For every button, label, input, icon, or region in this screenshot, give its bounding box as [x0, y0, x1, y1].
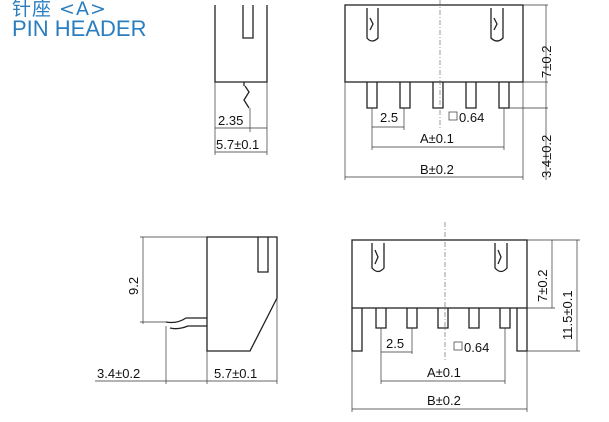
- title-pin-header: PIN HEADER: [12, 16, 147, 41]
- dim-b-bottom: B±0.2: [427, 393, 461, 408]
- dim-side-depth-bottom: 5.7±0.1: [214, 366, 257, 381]
- bottom-front-view: 2.5 0.64 A±0.1 B±0.2 7±0.2 11.5±0.1: [351, 222, 580, 412]
- dim-pitch-2.5-bottom: 2.5: [386, 336, 404, 351]
- dim-lead: 3.4±0.2: [97, 366, 140, 381]
- dim-total-height: 11.5±0.1: [560, 290, 575, 340]
- dim-side-depth: 5.7±0.1: [216, 137, 259, 152]
- title-chinese: 针座 <A>: [12, 0, 107, 20]
- dim-a: A±0.1: [420, 131, 454, 146]
- dim-body-height-bottom: 7±0.2: [535, 270, 550, 302]
- dim-body-height: 7±0.2: [539, 46, 554, 78]
- dim-a-bottom: A±0.1: [427, 365, 461, 380]
- dim-pin-square: 0.64: [459, 110, 484, 125]
- top-front-view: 2.5 0.64 A±0.1 B±0.2 7±0.2 3.4±0.2: [344, 0, 554, 180]
- dim-pin-length: 3.4±0.2: [539, 135, 554, 178]
- dim-b: B±0.2: [420, 162, 454, 177]
- dim-2.35: 2.35: [218, 113, 243, 128]
- bottom-side-view: 9.2 3.4±0.2 5.7±0.1: [95, 236, 278, 384]
- dim-pin-square-bottom: 0.64: [464, 340, 489, 355]
- top-side-view: 2.35 5.7±0.1: [214, 5, 268, 155]
- dim-pitch-2.5: 2.5: [380, 110, 398, 125]
- dim-height-9.2: 9.2: [126, 277, 141, 295]
